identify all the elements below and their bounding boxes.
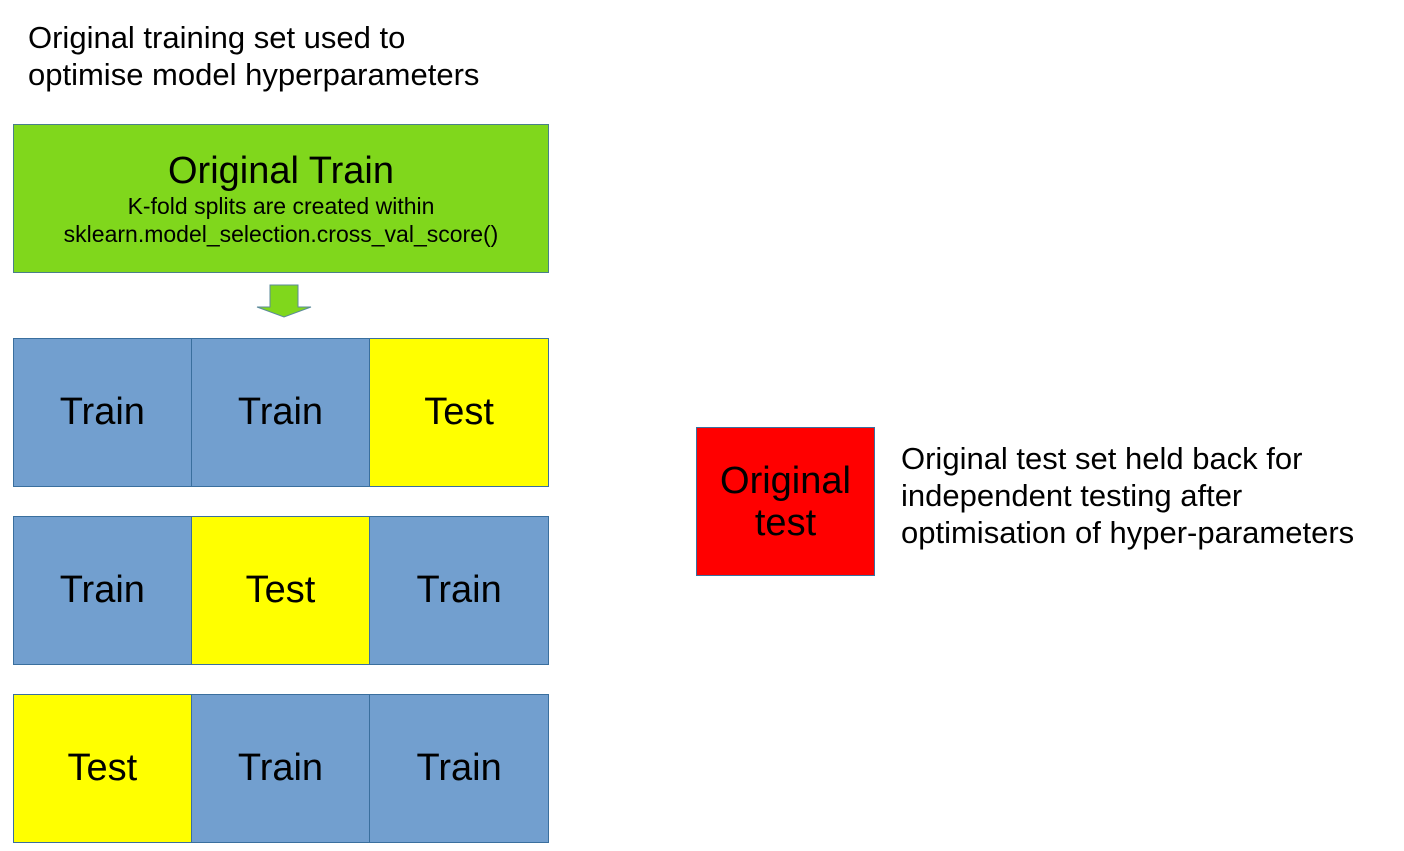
train-fold-cell: Train: [13, 338, 192, 487]
original-train-subtitle-line: K-fold splits are created within: [127, 192, 435, 219]
original-train-subtitle-line: sklearn.model_selection.cross_val_score(…: [63, 220, 499, 247]
fold-row-3: Test Train Train: [13, 694, 549, 843]
test-fold-cell: Test: [13, 694, 192, 843]
original-test-label-line: Original: [720, 459, 851, 502]
caption-line: independent testing after: [901, 478, 1243, 513]
original-test-box: Original test: [696, 427, 875, 576]
original-train-title: Original Train: [168, 149, 394, 192]
test-fold-cell: Test: [191, 516, 371, 665]
fold-row-2: Train Test Train: [13, 516, 549, 665]
caption-line: Original test set held back for: [901, 441, 1303, 476]
test-fold-cell: Test: [370, 338, 549, 487]
train-fold-cell: Train: [370, 694, 549, 843]
caption-line: Original training set used to: [28, 20, 406, 55]
training-set-caption: Original training set used to optimise m…: [28, 19, 479, 93]
original-train-box: Original Train K-fold splits are created…: [13, 124, 549, 273]
test-set-caption: Original test set held back for independ…: [901, 440, 1354, 551]
train-fold-cell: Train: [191, 694, 371, 843]
train-fold-cell: Train: [370, 516, 549, 665]
caption-line: optimise model hyperparameters: [28, 57, 480, 92]
down-arrow-icon: [256, 284, 312, 318]
caption-line: optimisation of hyper-parameters: [901, 515, 1355, 550]
original-test-label-line: test: [754, 501, 817, 544]
fold-row-1: Train Train Test: [13, 338, 549, 487]
train-fold-cell: Train: [191, 338, 371, 487]
train-fold-cell: Train: [13, 516, 192, 665]
